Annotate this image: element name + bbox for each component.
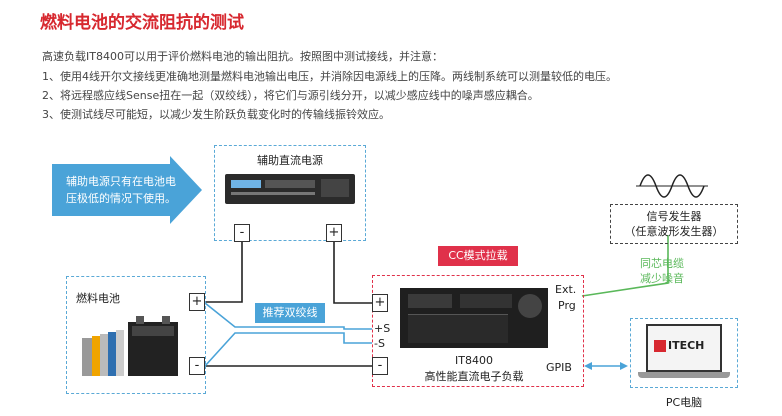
pc-brand-logo: ITECH [668, 339, 705, 352]
electronic-load-device [400, 288, 548, 348]
twisted-pair-badge: 推荐双绞线 [255, 303, 325, 323]
prg-label: Prg [558, 299, 576, 312]
fuel-cell-minus-terminal: - [189, 357, 205, 375]
note-2: 2、将远程感应线Sense扭在一起（双绞线），将它们与源引线分开，以减少感应线中… [42, 89, 539, 102]
electronic-load-box [372, 275, 584, 387]
page-title: 燃料电池的交流阻抗的测试 [40, 13, 244, 33]
laptop-icon: ITECH [646, 324, 722, 372]
siggen-label-2: （任意波形发生器） [624, 225, 724, 238]
sense-minus-label: -S [374, 337, 385, 350]
load-plus-terminal: + [372, 294, 388, 312]
coax-note-1: 同芯电缆 [640, 257, 684, 270]
gpib-label: GPIB [546, 361, 572, 374]
siggen-label-1: 信号发生器 [646, 210, 702, 223]
aux-supply-device [225, 174, 355, 204]
aux-supply-label: 辅助直流电源 [257, 154, 323, 167]
signal-generator-box [610, 204, 738, 244]
load-desc-label: 高性能直流电子负载 [424, 370, 524, 383]
note-3: 3、使测试线尽可能短，以减少发生阶跃负载变化时的传输线振铃效应。 [42, 108, 390, 121]
pc-label: PC电脑 [665, 396, 703, 409]
note-1: 1、使用4线开尔文接线更准确地测量燃料电池输出电压，并消除因电源线上的压降。两线… [42, 70, 617, 83]
aux-minus-terminal: - [234, 224, 250, 242]
ext-label: Ext. [555, 283, 577, 296]
aux-note-arrow: 辅助电源只有在电池电 压极低的情况下使用。 [52, 156, 202, 224]
intro-paragraph: 高速负载IT8400可以用于评价燃料电池的输出阻抗。按照图中测试接线，并注意： [42, 50, 443, 63]
sense-plus-label: +S [374, 322, 391, 335]
cc-mode-badge: CC模式拉载 [438, 246, 518, 266]
pc-box [630, 318, 738, 388]
aux-note-line1: 辅助电源只有在电池电 [66, 175, 176, 188]
aux-supply-box [214, 145, 366, 241]
fuel-cell-box [66, 276, 206, 394]
fuel-cell-label: 燃料电池 [76, 292, 120, 305]
fuel-cell-plus-terminal: + [189, 293, 205, 311]
load-model-label: IT8400 [455, 354, 493, 367]
coax-note-2: 减少噪音 [640, 272, 684, 285]
fuel-cell-image [78, 316, 182, 380]
load-minus-terminal: - [372, 357, 388, 375]
aux-plus-terminal: + [326, 224, 342, 242]
aux-note-line2: 压极低的情况下使用。 [66, 192, 176, 205]
